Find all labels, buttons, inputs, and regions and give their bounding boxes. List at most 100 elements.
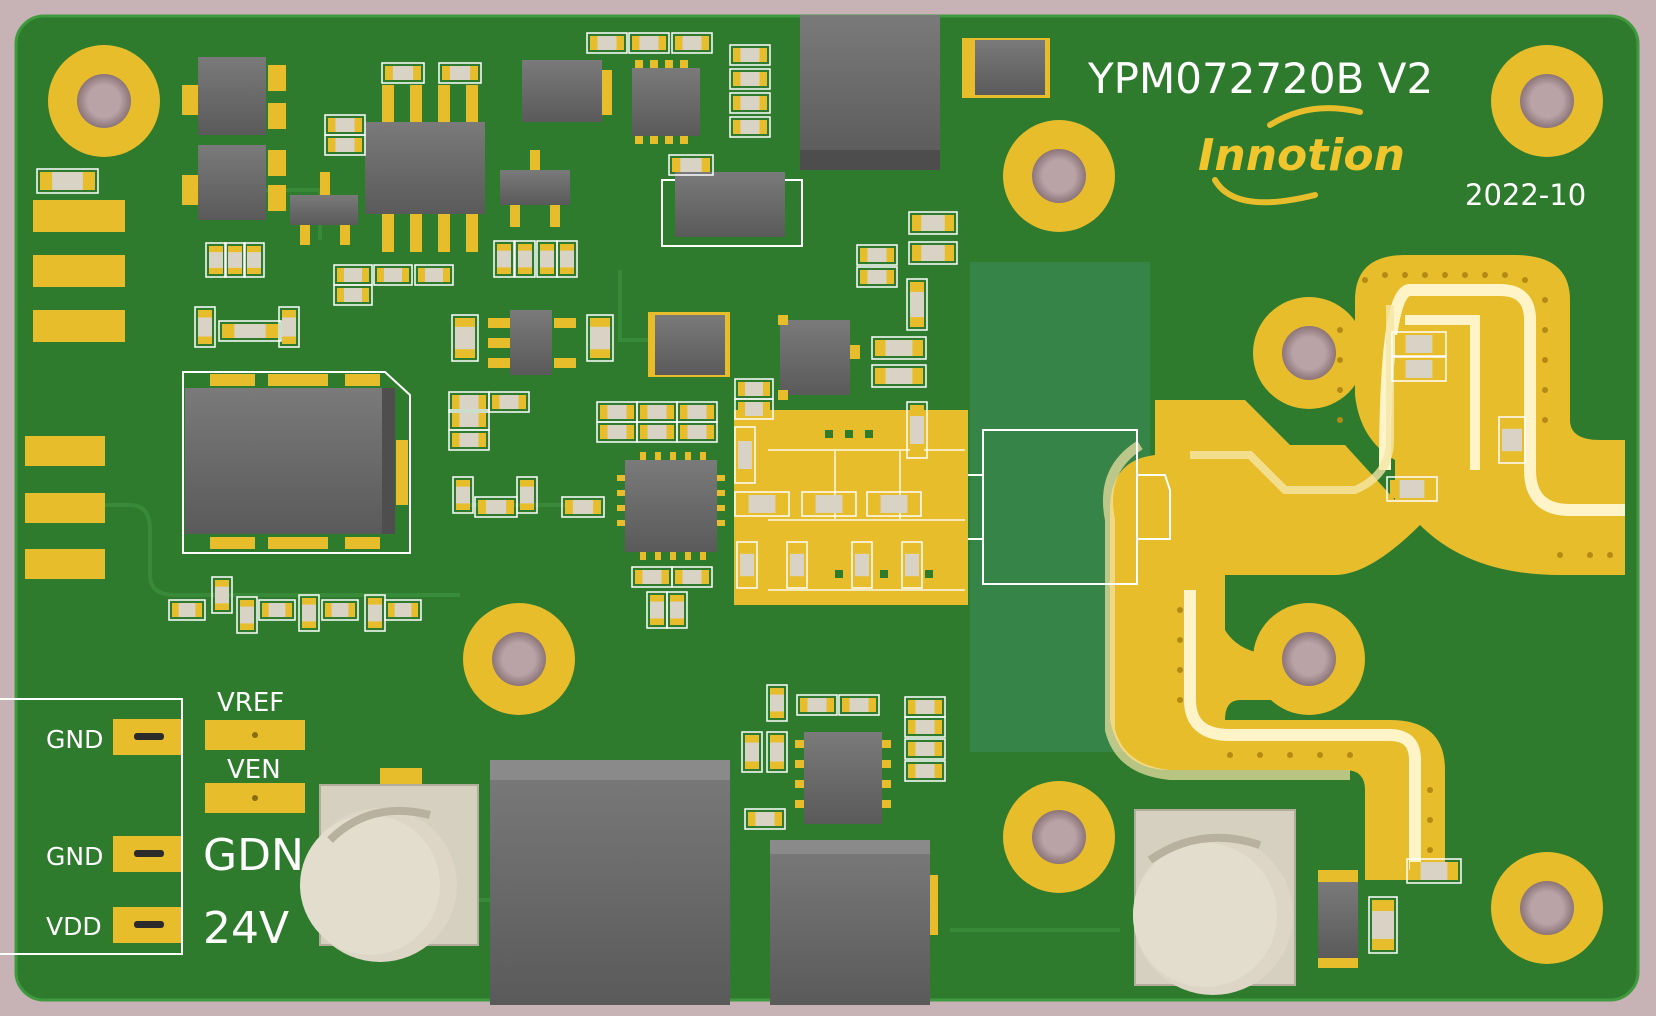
connector-left	[300, 768, 479, 962]
smd-chip	[451, 314, 479, 362]
smd-chip	[908, 211, 958, 235]
smd-chip	[646, 591, 668, 629]
smd-chip	[36, 168, 99, 194]
smd-chip	[298, 594, 320, 632]
smd-chip	[838, 694, 880, 716]
smd-chip	[218, 320, 282, 342]
smd-chip	[448, 429, 490, 451]
smd-chip	[741, 731, 763, 773]
mounting-hole-2	[1253, 297, 1365, 409]
power-module-ic	[182, 371, 411, 554]
smd-chip	[514, 240, 536, 278]
smd-chip	[676, 421, 718, 443]
smd-chip	[671, 566, 713, 588]
smd-chip	[381, 62, 425, 84]
pin-label-ven: VEN	[227, 755, 281, 785]
ic-components	[182, 15, 1358, 1005]
smd-chip	[904, 760, 946, 782]
smd-chip	[333, 284, 373, 306]
smd-chip	[668, 154, 714, 176]
edge-pads-left	[25, 200, 125, 579]
smd-chip	[866, 491, 922, 517]
smd-chip	[796, 694, 838, 716]
smd-chip	[224, 242, 246, 278]
passive-components	[36, 32, 1526, 954]
smd-chip	[384, 599, 422, 621]
smd-chip	[243, 242, 265, 278]
smd-chip	[628, 32, 670, 54]
smd-chip	[474, 496, 518, 518]
pin-label-gdn: GDN	[203, 830, 304, 881]
smd-chip	[1386, 476, 1438, 502]
smd-chip	[488, 391, 530, 413]
smd-chip	[438, 62, 482, 84]
smd-chip	[901, 541, 923, 589]
smd-chip	[373, 264, 413, 286]
smd-chip	[904, 696, 946, 718]
smd-chip	[666, 591, 688, 629]
smd-chip	[452, 476, 474, 514]
smd-chip	[736, 541, 758, 589]
smd-chip	[278, 306, 300, 348]
brand-name: Innotion	[1198, 130, 1405, 181]
board-title: YPM072720B V2	[1087, 54, 1433, 103]
coaxial-connectors	[300, 768, 1296, 995]
pin-label-vref: VREF	[217, 688, 284, 718]
smd-chip	[448, 409, 490, 431]
smd-chip	[636, 421, 678, 443]
silkscreen-labels: YPM072720B V2 2022-10 GND GND VDD VREF V…	[46, 54, 1586, 954]
smd-chip	[636, 401, 678, 423]
connector-right	[1133, 809, 1296, 995]
smd-chip	[871, 336, 927, 360]
mounting-hole-tl	[48, 45, 160, 157]
smd-chip	[321, 599, 359, 621]
smd-chip	[1391, 331, 1447, 357]
smd-chip	[194, 306, 216, 348]
smd-chip	[631, 566, 673, 588]
smd-chip	[1368, 896, 1398, 954]
smd-chip	[856, 266, 898, 288]
smd-chip	[258, 599, 296, 621]
smd-chip	[493, 240, 515, 278]
mounting-hole-tr	[1491, 45, 1603, 157]
smd-chip	[324, 114, 366, 136]
smd-chip	[324, 134, 366, 156]
smd-chip	[729, 92, 771, 114]
mounting-hole-1	[1003, 120, 1115, 232]
pin-label-vdd: VDD	[46, 912, 102, 941]
smd-chip	[734, 426, 756, 484]
smd-chip	[729, 116, 771, 138]
smd-chip	[561, 496, 605, 518]
smd-chip	[766, 731, 788, 773]
mounting-hole-4	[463, 603, 575, 715]
board-date: 2022-10	[1465, 178, 1586, 212]
via-fence	[1177, 272, 1613, 853]
smd-chip	[786, 541, 808, 589]
smd-chip	[596, 421, 638, 443]
smd-chip	[211, 576, 233, 614]
smd-chip	[516, 476, 538, 514]
smd-chip	[1498, 416, 1526, 464]
smd-chip	[906, 401, 928, 459]
mounting-hole-5	[1003, 781, 1115, 893]
smd-chip	[536, 240, 558, 278]
pin-label-gnd-mid: GND	[46, 842, 103, 871]
mounting-holes	[48, 45, 1603, 964]
smd-chip	[556, 240, 578, 278]
smd-chip	[801, 491, 857, 517]
smd-chip	[856, 244, 898, 266]
smd-chip	[676, 401, 718, 423]
smd-chip	[236, 596, 258, 634]
smd-chip	[908, 241, 958, 265]
smd-chip	[1406, 858, 1462, 884]
smd-chip	[851, 541, 873, 589]
header-pins	[0, 698, 305, 955]
pin-label-24v: 24V	[203, 903, 289, 954]
smd-chip	[766, 684, 788, 722]
smd-chip	[734, 491, 790, 517]
pin-label-gnd-top: GND	[46, 725, 103, 754]
smd-chip	[744, 808, 786, 830]
smd-chip	[734, 378, 774, 400]
smd-chip	[364, 594, 386, 632]
